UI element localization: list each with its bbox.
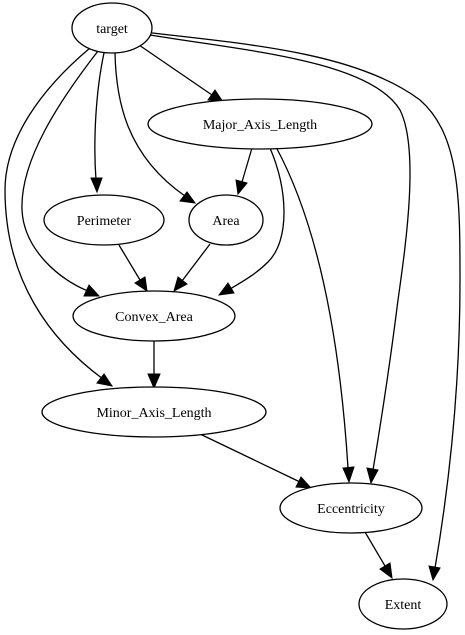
node-perimeter-label: Perimeter [77, 214, 132, 229]
edge-major-convex-arrowhead [217, 282, 235, 296]
node-major-axis-length: Major_Axis_Length [147, 98, 373, 150]
edge-target-area-arrowhead [179, 191, 197, 204]
edge-target-minor-arrowhead [96, 373, 114, 387]
node-convex-area: Convex_Area [72, 290, 236, 342]
node-perimeter: Perimeter [43, 194, 165, 246]
edge-area-convex-arrowhead [173, 276, 188, 293]
node-minor-label: Minor_Axis_Length [96, 406, 211, 421]
node-extent-label: Extent [385, 598, 422, 613]
edge-minor-eccentricity [199, 433, 301, 483]
node-major-shape [147, 98, 373, 150]
node-area: Area [188, 194, 264, 246]
edge-target-area [114, 52, 186, 197]
node-eccentricity-label: Eccentricity [317, 502, 385, 517]
edge-major-area [241, 147, 253, 183]
edge-eccentricity-extent-arrowhead [379, 562, 393, 580]
node-eccentricity: Eccentricity [279, 482, 423, 534]
edge-eccentricity-extent [364, 531, 386, 567]
edge-major-eccentricity-arrowhead [342, 466, 355, 484]
edge-perimeter-convex [118, 244, 141, 281]
node-target-label: target [96, 22, 128, 37]
edge-target-perimeter-arrowhead [90, 177, 103, 194]
node-target-shape [71, 2, 153, 54]
edge-perimeter-convex-arrowhead [134, 276, 148, 293]
node-target: target [71, 2, 153, 54]
node-convex-label: Convex_Area [115, 310, 194, 325]
edge-major-area-arrowhead [235, 179, 248, 196]
node-major-label: Major_Axis_Length [203, 118, 317, 133]
edge-target-perimeter [94, 52, 105, 181]
edge-major-convex [229, 147, 285, 290]
edge-major-eccentricity [275, 146, 349, 469]
edge-target-eccentricity [149, 34, 411, 471]
edge-area-convex [181, 243, 211, 282]
edge-target-convex [21, 50, 99, 292]
node-area-label: Area [212, 214, 240, 229]
edge-target-major [138, 44, 213, 96]
node-area-shape [188, 194, 264, 246]
edge-target-eccentricity-arrowhead [366, 467, 379, 485]
node-convex-shape [72, 290, 236, 342]
node-extent-shape [358, 578, 448, 630]
edge-minor-eccentricity-arrowhead [295, 476, 313, 489]
node-extent: Extent [358, 578, 448, 630]
edge-target-extent [151, 32, 461, 569]
node-minor-axis-length: Minor_Axis_Length [41, 386, 267, 438]
node-perimeter-shape [43, 194, 165, 246]
edge-target-convex-arrowhead [83, 284, 101, 297]
edge-target-extent-arrowhead [428, 565, 441, 582]
edge-convex-minor-arrowhead [147, 373, 161, 390]
edges [4, 32, 461, 582]
edge-target-minor [4, 47, 104, 380]
node-minor-shape [41, 386, 267, 438]
node-eccentricity-shape [279, 482, 423, 534]
